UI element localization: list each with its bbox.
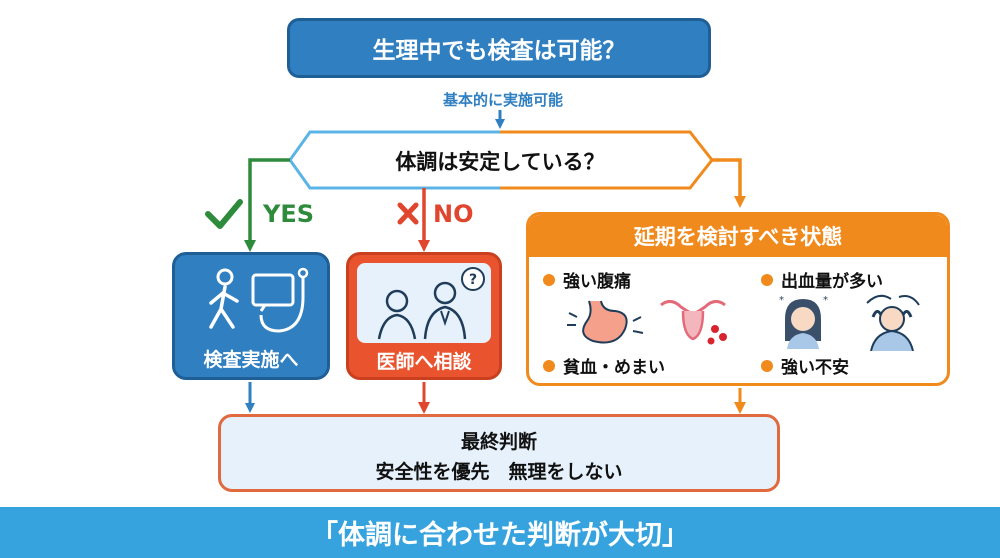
uterus-icon xyxy=(660,300,727,345)
arrow-postpone xyxy=(712,158,746,208)
svg-text:*: * xyxy=(779,295,784,306)
bullet-icon xyxy=(761,273,773,286)
footer-text: 「体調に合わせた判断が大切」 xyxy=(311,520,689,551)
final-judgement-box: 最終判断 安全性を優先 無理をしない xyxy=(218,414,780,492)
no-label: NO xyxy=(433,200,474,228)
title-text: 生理中でも検査は可能？ xyxy=(372,38,626,64)
exam-card: 検査実施へ xyxy=(172,252,330,380)
x-icon xyxy=(397,202,419,225)
doctor-consultation-icon: ? xyxy=(377,267,485,340)
doctor-card-label: 医師へ相談 xyxy=(376,351,472,373)
walking-person-monitor-icon xyxy=(209,267,309,333)
exam-card-label: 検査実施へ xyxy=(203,349,299,371)
anxious-person-icon xyxy=(866,294,920,351)
arrow-yes xyxy=(244,158,290,252)
title-box: 生理中でも検査は可能？ xyxy=(287,18,711,78)
yes-label: YES xyxy=(263,200,315,228)
dizzy-woman-icon: * * xyxy=(779,295,828,349)
condition-label: 貧血・めまい xyxy=(563,358,665,378)
bullet-icon xyxy=(761,359,773,372)
condition-item: 強い腹痛 xyxy=(543,267,631,292)
doctor-card: ? 医師へ相談 xyxy=(346,252,502,380)
question-bubble-text: ? xyxy=(469,272,477,288)
check-icon xyxy=(205,199,243,229)
condition-item: 強い不安 xyxy=(761,353,849,378)
svg-text:*: * xyxy=(823,295,828,306)
footer-banner: 「体調に合わせた判断が大切」 xyxy=(0,507,1000,558)
stomach-icon xyxy=(567,300,644,344)
condition-item: 貧血・めまい xyxy=(543,353,665,378)
condition-item: 出血量が多い xyxy=(761,267,883,292)
sub-label: 基本的に実施可能 xyxy=(442,91,563,109)
bullet-icon xyxy=(543,273,555,286)
final-text: 安全性を優先 無理をしない xyxy=(375,461,623,483)
postpone-box: 延期を検討すべき状態 強い腹痛 出血量が多い 貧血・めまい 強い不安 * * xyxy=(526,212,950,386)
doctor-illustration-panel: ? xyxy=(357,263,491,343)
condition-label: 強い不安 xyxy=(781,358,849,378)
condition-label: 強い腹痛 xyxy=(563,272,631,292)
question-text: 体調は安定している？ xyxy=(395,150,605,174)
postpone-title: 延期を検討すべき状態 xyxy=(529,215,947,257)
bullet-icon xyxy=(543,359,555,372)
condition-label: 出血量が多い xyxy=(781,272,883,292)
final-title: 最終判断 xyxy=(460,431,537,453)
